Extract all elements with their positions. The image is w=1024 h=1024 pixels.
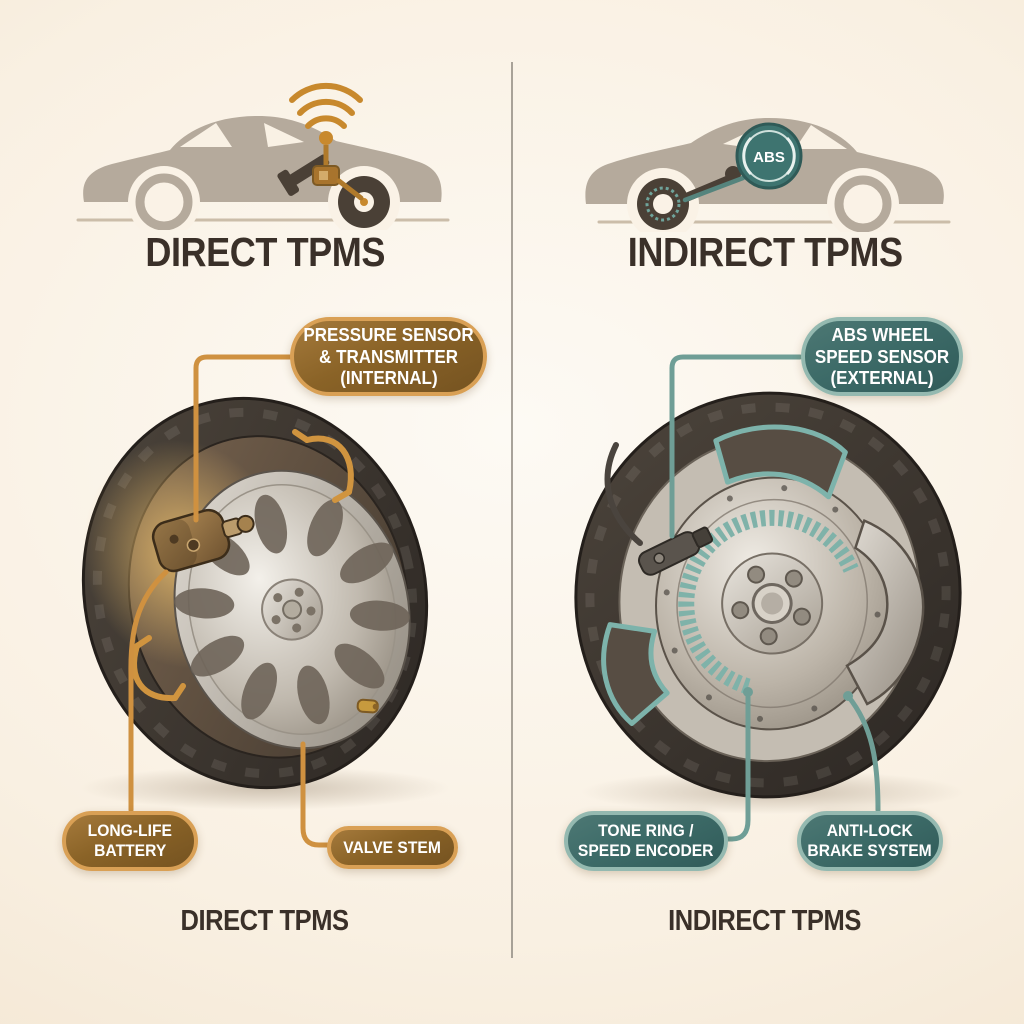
column-divider bbox=[511, 62, 513, 958]
tpms-sensor-icon bbox=[312, 165, 340, 186]
indirect-wheel-illustration bbox=[574, 391, 965, 814]
direct-title: DIRECT TPMS bbox=[145, 229, 385, 275]
lug-nuts bbox=[271, 587, 316, 633]
sensor-cable bbox=[604, 442, 643, 546]
car-window bbox=[264, 123, 304, 147]
tpms-sensor bbox=[151, 508, 255, 573]
indirect-bottom-title: INDIRECT TPMS bbox=[668, 905, 862, 937]
tire-tread bbox=[92, 407, 418, 779]
tone-ring bbox=[678, 509, 859, 695]
valve-stem bbox=[356, 698, 379, 714]
lug-holes bbox=[731, 565, 811, 646]
valve-tool-silhouette bbox=[277, 154, 330, 196]
wifi-signal-icon bbox=[289, 82, 363, 145]
tire-cutaway-bottom bbox=[601, 622, 670, 726]
sensor-wire bbox=[682, 175, 746, 203]
direct-car-illustration bbox=[76, 82, 450, 230]
battery-callout: LONG-LIFE BATTERY bbox=[62, 811, 198, 871]
abs-wheel-speed-sensor-callout: ABS WHEEL SPEED SENSOR (EXTERNAL) bbox=[801, 317, 963, 396]
front-wheel bbox=[135, 173, 193, 230]
indirect-car-illustration: ABS bbox=[585, 118, 951, 232]
car-window bbox=[180, 123, 232, 147]
abs-badge-label: ABS bbox=[753, 149, 785, 166]
indirect-title: INDIRECT TPMS bbox=[627, 229, 903, 275]
pressure-sensor-callout: PRESSURE SENSOR & TRANSMITTER (INTERNAL) bbox=[290, 317, 487, 396]
direct-wheel-illustration bbox=[80, 396, 450, 810]
wheel-speed-ring bbox=[645, 186, 681, 222]
tone-ring-callout: TONE RING / SPEED ENCODER bbox=[564, 811, 728, 871]
abs-warning-icon: ABS bbox=[735, 122, 803, 190]
direct-bottom-title: DIRECT TPMS bbox=[180, 905, 350, 937]
anti-lock-brake-system-callout: ANTI-LOCK BRAKE SYSTEM bbox=[797, 811, 943, 871]
valve-stem-callout: VALVE STEM bbox=[327, 826, 458, 869]
